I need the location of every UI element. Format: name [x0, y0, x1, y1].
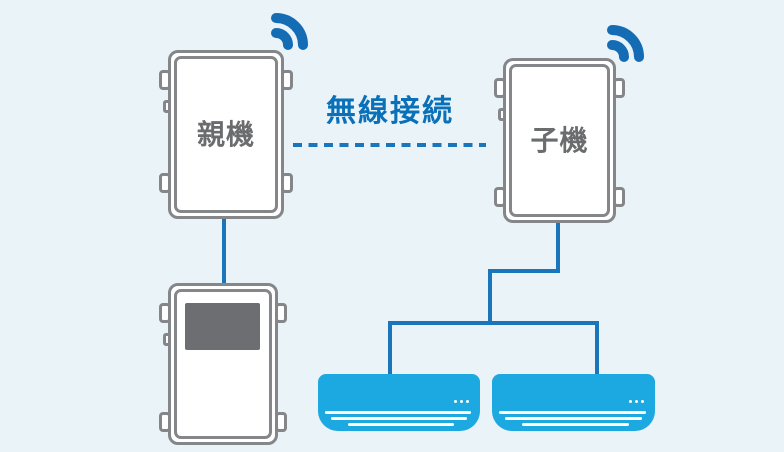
wifi-signal-icon [607, 25, 644, 62]
parent-unit-device: 親機 [159, 50, 293, 219]
wifi-signal-icon [271, 13, 308, 50]
vent-slat [325, 411, 471, 414]
vent-slat [505, 417, 642, 420]
indicator-dots-icon [454, 400, 469, 403]
device-front-panel: 子機 [509, 64, 610, 217]
air-conditioner-right [492, 374, 655, 431]
vent-slat [499, 411, 646, 414]
wire-ac-branch [388, 321, 599, 377]
device-front-panel: 親機 [174, 56, 278, 213]
vent-slat [522, 423, 629, 426]
controller-screen [185, 303, 260, 350]
wire-child-unit-feed [488, 220, 560, 325]
vent-slat [348, 423, 454, 426]
parent-unit-label: 親機 [196, 118, 255, 150]
wired-controller-device [159, 283, 287, 445]
vent-slat [331, 417, 467, 420]
air-conditioner-left [318, 374, 480, 431]
child-unit-device: 子機 [494, 58, 625, 223]
wireless-connection-label: 無線接続 [326, 95, 454, 128]
child-unit-label: 子機 [530, 124, 589, 156]
indicator-dots-icon [629, 400, 644, 403]
